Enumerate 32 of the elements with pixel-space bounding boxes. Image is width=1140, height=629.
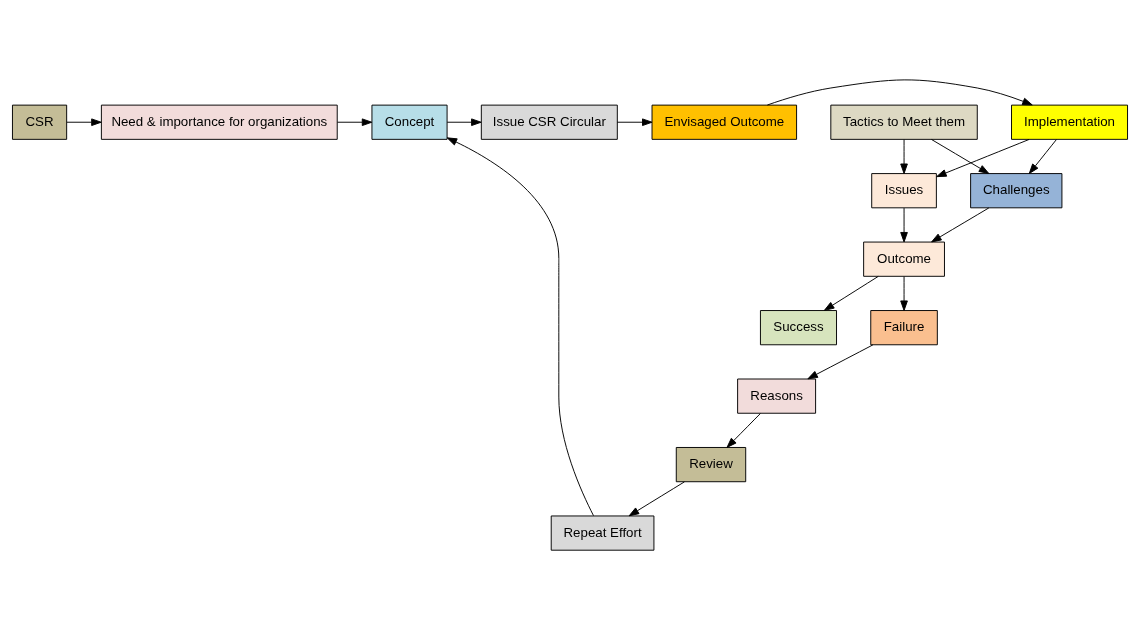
arrow: [766, 78, 1033, 105]
node-box: Review: [675, 446, 747, 482]
arrow: [446, 136, 594, 516]
arrow: [726, 412, 761, 448]
arrow: [931, 138, 990, 174]
arrow: [616, 117, 653, 126]
node-box: Issue CSR Circular: [480, 104, 618, 140]
arrow: [823, 275, 879, 311]
node-box: Challenges: [970, 172, 1063, 208]
node-box: Issues: [871, 172, 937, 208]
arrow: [900, 207, 908, 242]
node-box: Concept: [371, 104, 448, 140]
node-box: Need & importance for organizations: [100, 104, 338, 140]
arrow: [1028, 138, 1057, 174]
node-box: Repeat Effort: [550, 515, 655, 551]
arrow: [807, 343, 874, 379]
arrow: [936, 138, 1030, 177]
arrow: [336, 117, 373, 126]
arrow: [931, 206, 990, 242]
arrow: [66, 117, 102, 126]
arrow: [446, 117, 482, 126]
node-box: Outcome: [863, 241, 945, 277]
arrow: [628, 480, 685, 516]
arrow: [900, 275, 908, 311]
arrow: [900, 138, 908, 174]
node-box: Failure: [870, 309, 938, 345]
node-box: Tactics to Meet them: [830, 104, 978, 140]
node-box: Implementation: [1011, 104, 1128, 140]
node-box: CSR: [12, 104, 68, 140]
node-box: Envisaged Outcome: [651, 104, 798, 140]
node-box: Success: [759, 309, 837, 345]
node-box: Reasons: [737, 378, 817, 414]
